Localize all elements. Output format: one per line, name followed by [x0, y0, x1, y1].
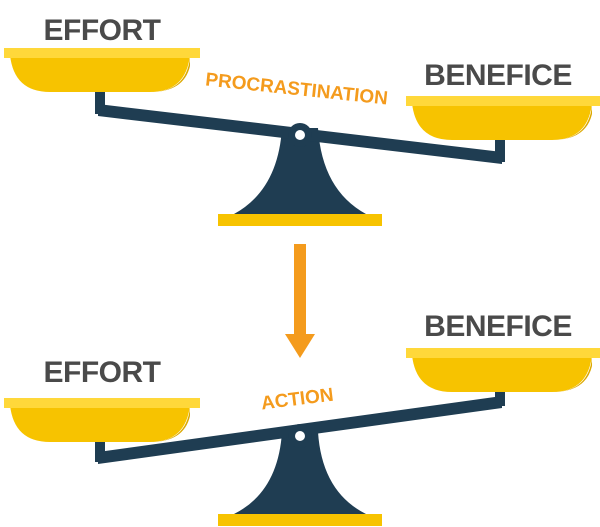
top-right-hanger [495, 128, 505, 162]
bottom-right-pan [406, 348, 600, 392]
top-beam-label: PROCRASTINATION [204, 70, 389, 110]
top-left-hanger [95, 80, 105, 114]
down-arrow-icon [285, 244, 315, 358]
bottom-scale-base [218, 514, 382, 526]
bottom-left-label: EFFORT [44, 356, 161, 389]
bottom-scale-pivot-hole [295, 431, 305, 441]
top-right-pan [406, 96, 600, 140]
bottom-beam-label: ACTION [260, 385, 335, 415]
top-scale: EFFORT BENEFICE PROCRASTINATION [4, 14, 600, 226]
bottom-scale: EFFORT BENEFICE ACTION [4, 310, 600, 526]
top-left-pan [4, 48, 200, 92]
top-left-label: EFFORT [44, 14, 161, 47]
bottom-scale-stand [234, 432, 366, 514]
bottom-left-pan [4, 398, 200, 442]
top-scale-stand [234, 128, 366, 214]
top-scale-pivot-hole [295, 130, 305, 140]
bottom-right-label: BENEFICE [424, 310, 572, 343]
top-scale-base [218, 214, 382, 226]
top-right-label: BENEFICE [424, 59, 572, 92]
bottom-left-hanger [95, 430, 105, 462]
